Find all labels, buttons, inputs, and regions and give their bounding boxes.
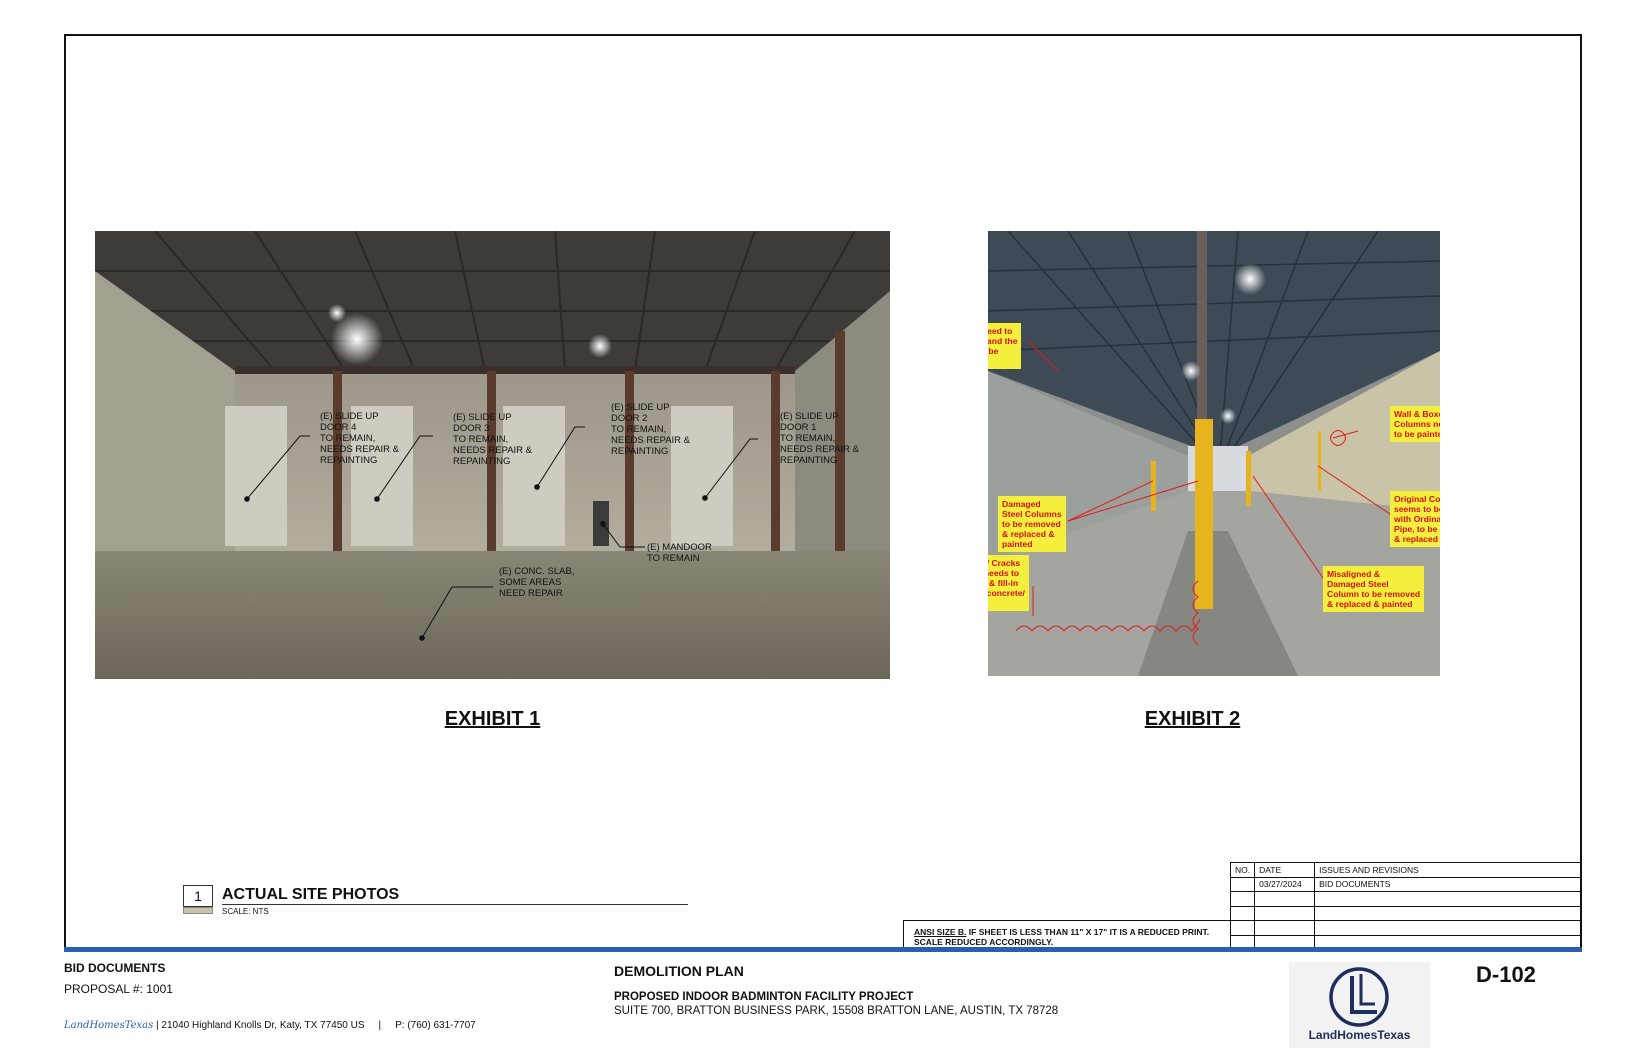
rev-date bbox=[1254, 920, 1316, 936]
table-row bbox=[1229, 905, 1582, 921]
rev-date bbox=[1254, 891, 1316, 907]
rev-issue bbox=[1314, 891, 1582, 907]
rev-issue: BID DOCUMENTS bbox=[1314, 876, 1582, 892]
project-address: SUITE 700, BRATTON BUSINESS PARK, 15508 … bbox=[614, 1005, 1059, 1017]
sheet-title: DEMOLITION PLAN bbox=[614, 963, 744, 979]
rev-issue bbox=[1314, 905, 1582, 921]
ansi-size-note: ANSI SIZE B. IF SHEET IS LESS THAN 11" X… bbox=[903, 920, 1232, 950]
bid-documents-label: BID DOCUMENTS bbox=[64, 961, 166, 975]
ansi-label: ANSI SIZE B. bbox=[914, 927, 967, 937]
company-brand: LandHomesTexas bbox=[64, 1020, 154, 1031]
view-title: ACTUAL SITE PHOTOS bbox=[222, 886, 400, 903]
revisions-table: NO. DATE ISSUES AND REVISIONS 03/27/2024… bbox=[1229, 862, 1582, 950]
title-block-divider bbox=[64, 947, 1582, 952]
proposal-number: PROPOSAL #: 1001 bbox=[64, 982, 173, 996]
ansi-line-2: SCALE REDUCED ACCORDINGLY. bbox=[914, 937, 1054, 947]
company-phone: P: (760) 631-7707 bbox=[395, 1020, 476, 1031]
rev-issue bbox=[1314, 920, 1582, 936]
ansi-line-1: IF SHEET IS LESS THAN 11" X 17" IT IS A … bbox=[966, 927, 1210, 937]
warehouse-interior-photo-1 bbox=[95, 231, 890, 679]
company-logo: LandHomesTexas bbox=[1289, 962, 1430, 1048]
rev-date: 03/27/2024 bbox=[1254, 876, 1316, 892]
view-number-bar bbox=[183, 907, 213, 914]
company-address: | 21040 Highland Knolls Dr, Katy, TX 774… bbox=[153, 1020, 365, 1031]
rev-header-issues: ISSUES AND REVISIONS bbox=[1314, 862, 1582, 878]
rev-no bbox=[1229, 876, 1256, 892]
logo-text: LandHomesTexas bbox=[1308, 1028, 1411, 1042]
company-contact: LandHomesTexas | 21040 Highland Knolls D… bbox=[64, 1020, 476, 1031]
exhibit-1-title: EXHIBIT 1 bbox=[444, 708, 541, 730]
revisions-header-row: NO. DATE ISSUES AND REVISIONS bbox=[1229, 862, 1582, 878]
table-row: 03/27/2024 BID DOCUMENTS bbox=[1229, 876, 1582, 892]
table-row bbox=[1229, 891, 1582, 907]
rev-header-no: NO. bbox=[1229, 862, 1256, 878]
landhomestexas-logo-icon bbox=[1329, 967, 1389, 1027]
view-number: 1 bbox=[183, 885, 213, 907]
rev-date bbox=[1254, 905, 1316, 921]
table-row bbox=[1229, 920, 1582, 936]
note-wall-boxed-columns: Wall & BoxedColumns needsto be painted bbox=[1390, 406, 1440, 442]
rev-no bbox=[1229, 905, 1256, 921]
warehouse-interior-photo-2 bbox=[988, 231, 1440, 676]
sheet-number: D-102 bbox=[1476, 962, 1536, 987]
rev-no bbox=[1229, 920, 1256, 936]
view-scale: SCALE: NTS bbox=[222, 907, 269, 916]
rev-no bbox=[1229, 891, 1256, 907]
exhibit-2-title: EXHIBIT 2 bbox=[1144, 708, 1241, 730]
project-name: PROPOSED INDOOR BADMINTON FACILITY PROJE… bbox=[614, 991, 914, 1003]
rev-header-date: DATE bbox=[1254, 862, 1316, 878]
view-title-underline bbox=[222, 904, 688, 905]
contact-separator: | bbox=[378, 1020, 382, 1031]
note-original-column: Original Columnseems to be replacedwith … bbox=[1390, 491, 1440, 547]
